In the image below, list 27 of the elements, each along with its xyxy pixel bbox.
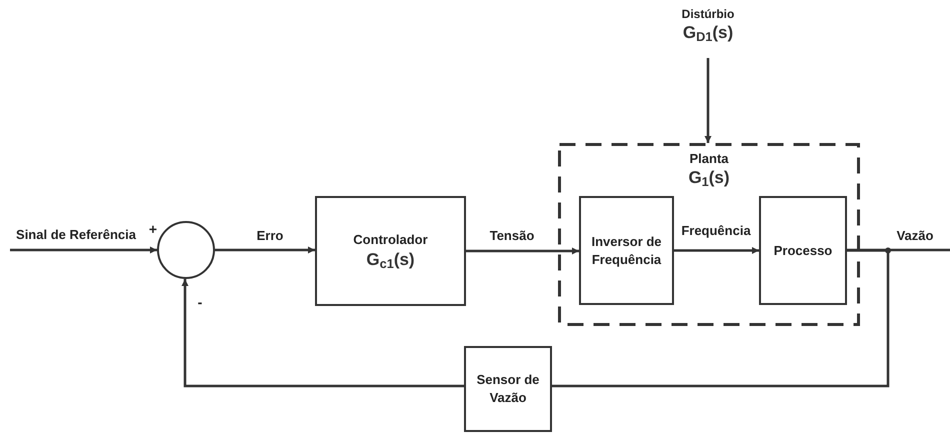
connector-arrow: [182, 279, 464, 388]
connector-arrow: [674, 247, 759, 254]
connector-arrow: [215, 246, 315, 254]
block-title: Processo: [774, 242, 832, 260]
connector-arrow: [466, 248, 579, 254]
block-box: [315, 196, 466, 306]
connector-arrow: [704, 58, 712, 143]
sign-label: +: [148, 221, 158, 237]
edge-label: Vazão: [896, 228, 934, 244]
edge-label: Frequência: [681, 223, 751, 239]
block-box: [464, 346, 552, 432]
block-title: Controlador: [353, 231, 428, 249]
block-title: Sensor de Vazão: [476, 371, 540, 407]
sign-label: -: [198, 294, 202, 310]
block-title: Planta: [688, 151, 730, 167]
edge-label: Sinal de Referência: [16, 227, 136, 243]
edge-label: Erro: [256, 228, 284, 244]
edge-label: Tensão: [490, 228, 534, 244]
connector-arrow: [10, 246, 157, 254]
transfer-function: G$_{c1}$(s): [366, 249, 415, 271]
plant-dashed-box: [558, 143, 860, 326]
block-box: [759, 196, 847, 305]
block-box: [579, 196, 674, 305]
transfer-function: G$_{1}$(s): [687, 168, 731, 188]
block-title: Distúrbio: [682, 6, 734, 22]
block-title: Inversor de Frequência: [590, 232, 663, 268]
transfer-function: G$_{D1}$(s): [682, 22, 734, 44]
